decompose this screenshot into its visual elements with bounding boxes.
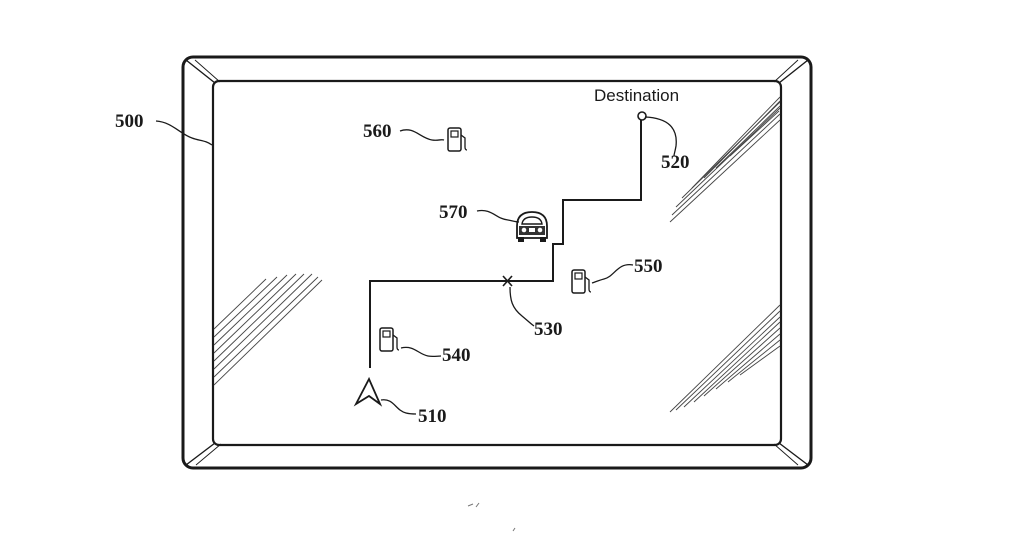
ref-label-570: 570 [439,202,468,223]
ref-label-560: 560 [363,121,392,142]
ref-label-540: 540 [442,345,471,366]
gas-station-icon-540 [379,327,400,352]
destination-label: Destination [594,86,679,105]
ref-label-550: 550 [634,256,663,277]
ref-label-520: 520 [661,152,690,173]
current-location-arrow-icon [353,376,383,407]
ref-label-500: 500 [115,111,144,132]
screen-glare-hatching [213,96,781,413]
gas-station-icon-550 [571,269,592,294]
destination-marker [637,111,647,121]
ref-label-510: 510 [418,406,447,427]
leader-lines [155,116,677,415]
gas-station-icon-560 [447,127,468,152]
waypoint-x-icon [502,275,513,287]
vehicle-icon [516,211,548,242]
ref-label-530: 530 [534,319,563,340]
device-frame [181,55,813,470]
scan-specks [467,502,516,532]
navigation-route [369,120,642,368]
